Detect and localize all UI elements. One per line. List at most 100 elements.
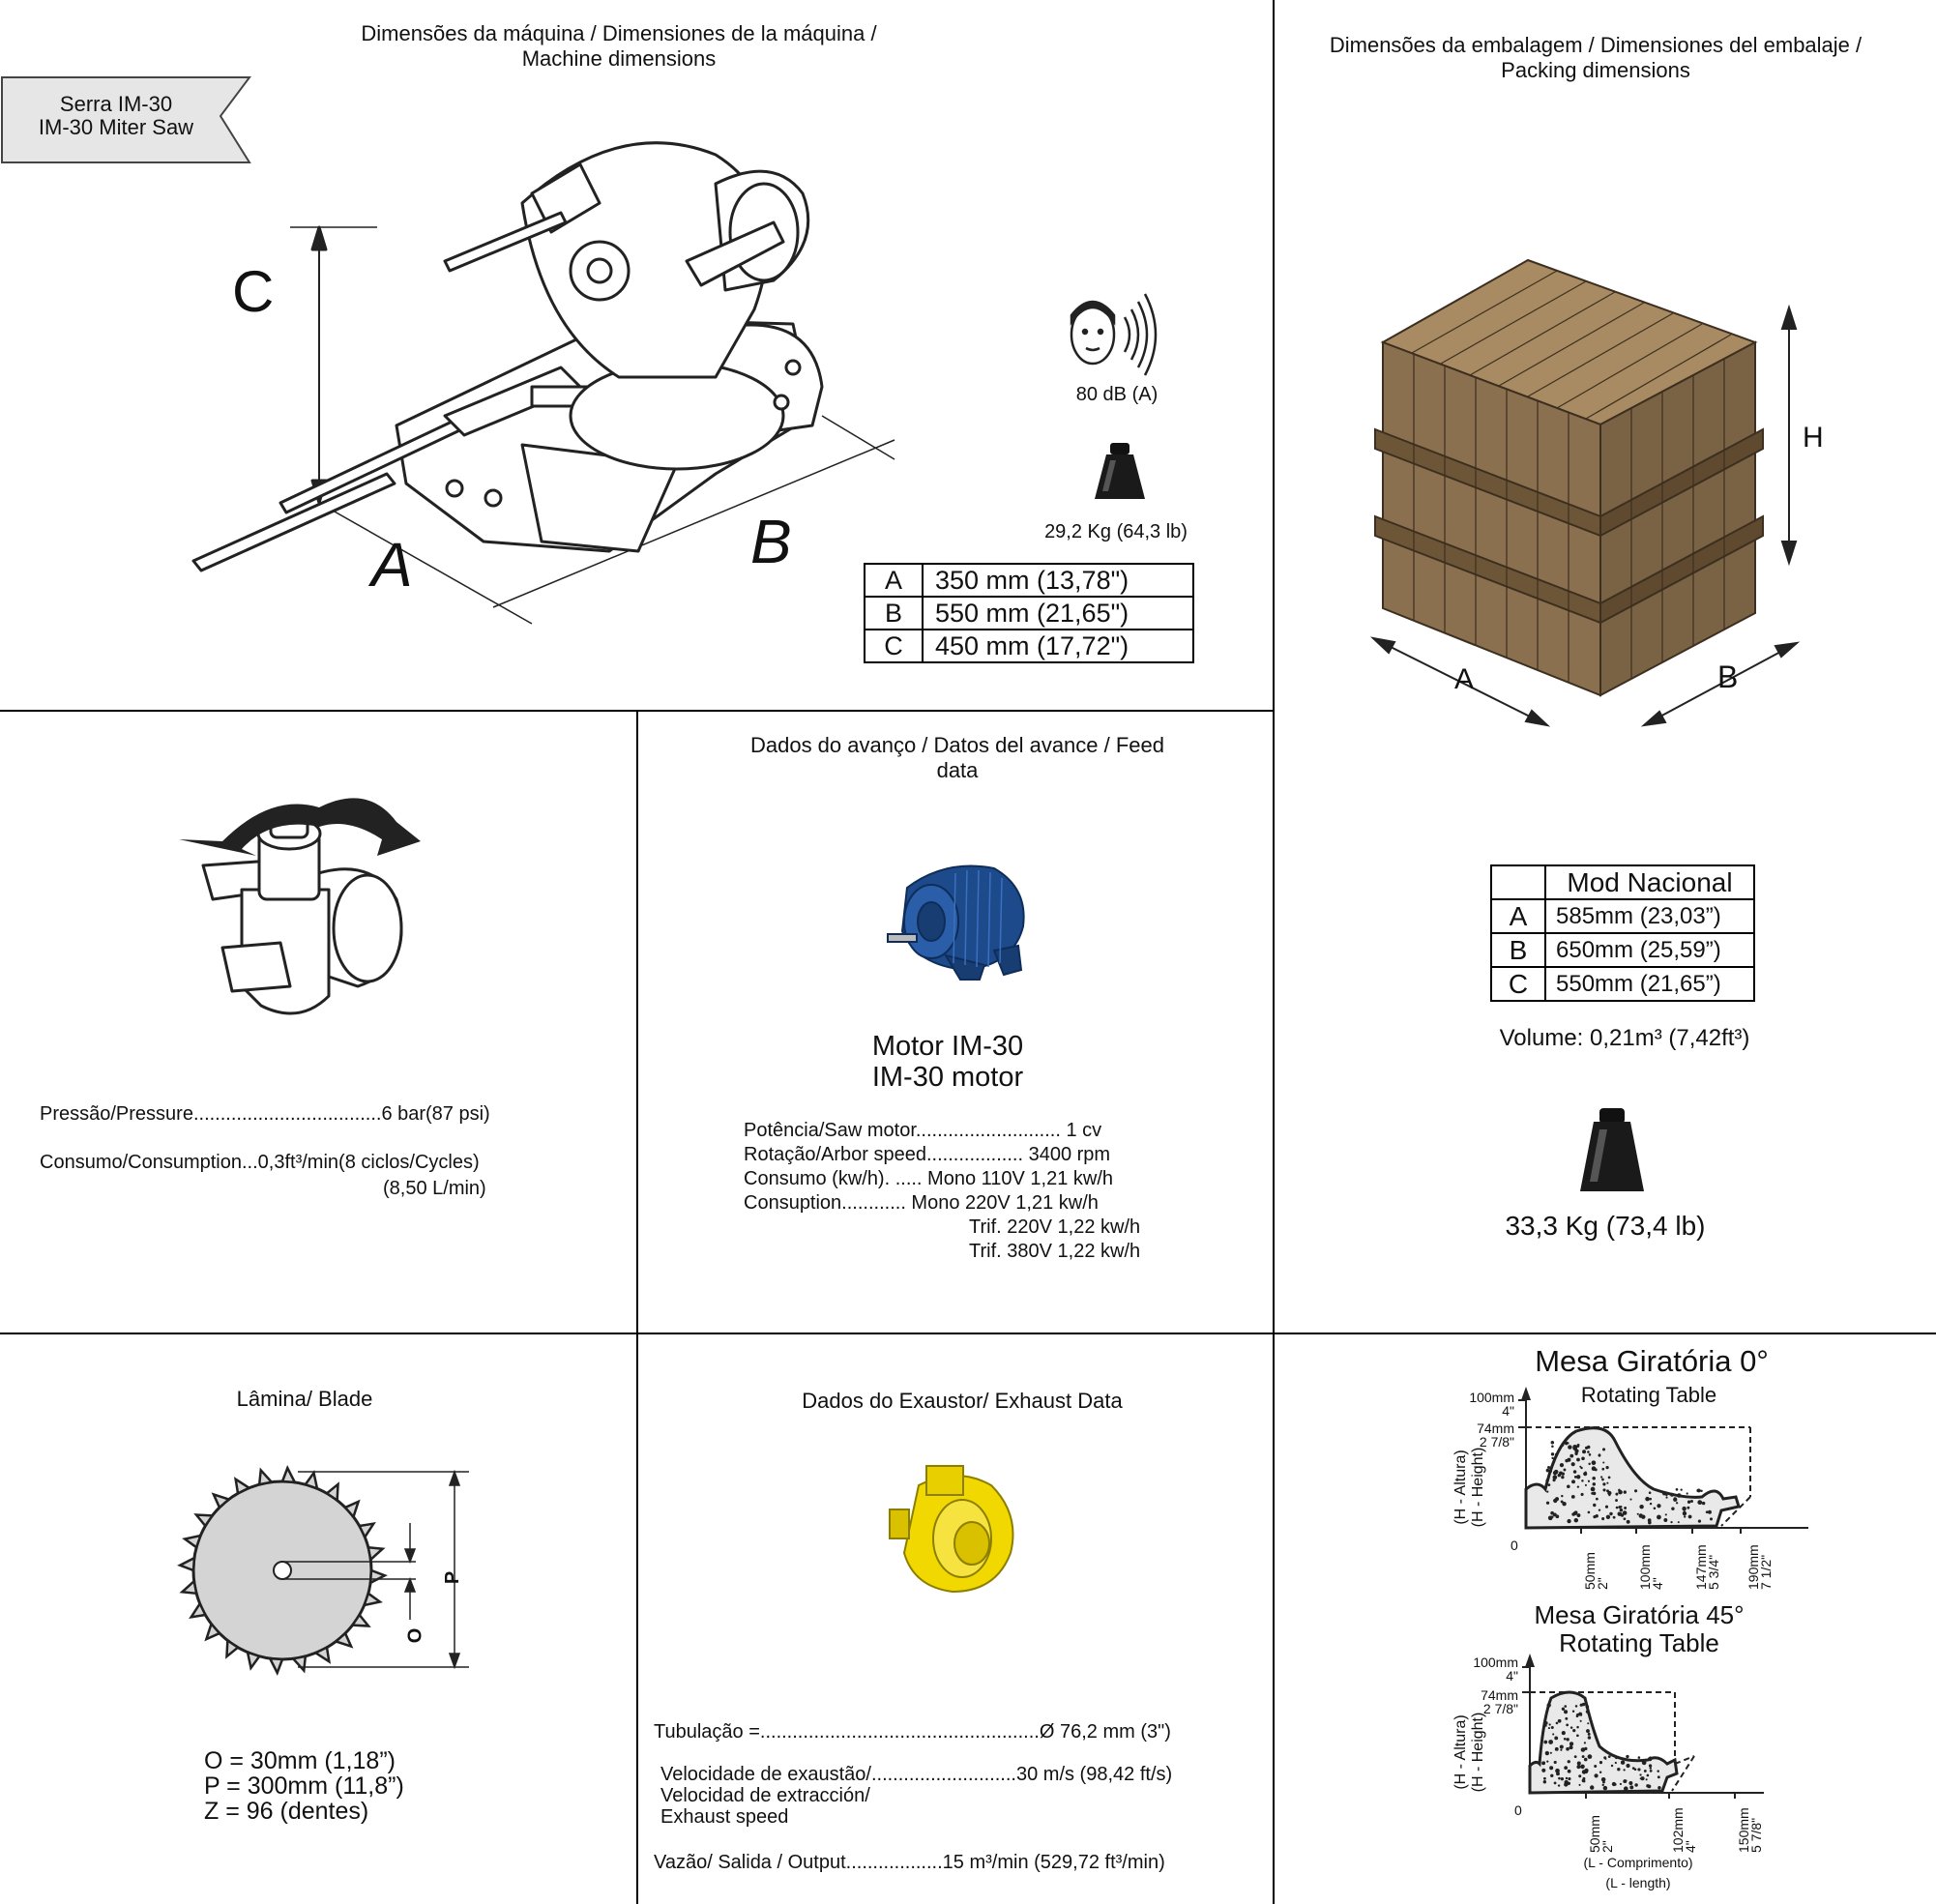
speckle-dot: [1564, 1766, 1569, 1771]
speckle-dot: [1576, 1485, 1580, 1488]
chart45-xlabel: (L - Comprimento)(L - length): [1583, 1855, 1693, 1890]
speckle-dot: [1619, 1508, 1624, 1512]
speckle-dot: [1573, 1755, 1577, 1759]
speckle-dot: [1564, 1710, 1569, 1714]
speckle-dot: [1595, 1497, 1599, 1501]
speckle-dot: [1561, 1707, 1566, 1711]
weight-icon: [1095, 443, 1145, 499]
label-a-crate: A: [1454, 663, 1475, 695]
speckle-dot: [1584, 1471, 1587, 1474]
speckle-dot: [1637, 1768, 1641, 1772]
speckle-dot: [1648, 1764, 1653, 1768]
speckle-dot: [1626, 1763, 1630, 1769]
speckle-dot: [1544, 1750, 1550, 1756]
speckle-dot: [1576, 1457, 1580, 1462]
speckle-dot: [1657, 1770, 1659, 1772]
blade-tooth: [324, 1481, 339, 1503]
blade-tooth: [303, 1470, 319, 1491]
speckle-dot: [1687, 1514, 1692, 1519]
speckle-dot: [1545, 1468, 1550, 1473]
speckle-dot: [1564, 1441, 1569, 1446]
speckle-dot: [1594, 1764, 1598, 1769]
speckle-dot: [1583, 1757, 1588, 1762]
rotating-table-45-title: Mesa Giratória 45°Rotating Table: [1534, 1600, 1745, 1657]
speckle-dot: [1629, 1785, 1634, 1790]
exhaust-tube-line: Tubulação =.............................…: [654, 1721, 1171, 1743]
speckle-dot: [1576, 1725, 1579, 1729]
rotating-table-0-title: Mesa Giratória 0°: [1535, 1344, 1769, 1378]
exhaust-blower-image: [889, 1465, 1014, 1594]
speckle-dot: [1602, 1488, 1606, 1492]
speckle-dot: [1657, 1504, 1661, 1509]
speckle-dot: [1591, 1460, 1597, 1466]
speckle-dot: [1562, 1501, 1567, 1507]
speckle-dot: [1649, 1770, 1653, 1772]
speckle-dot: [1550, 1726, 1554, 1730]
speckle-dot: [1548, 1723, 1551, 1726]
speckle-dot: [1579, 1714, 1583, 1716]
cut-capacity-chart-45: [1522, 1654, 1764, 1799]
speckle-dot: [1567, 1484, 1570, 1489]
speckle-dot: [1557, 1784, 1561, 1787]
speckle-dot: [1709, 1517, 1714, 1521]
speckle-dot: [1657, 1514, 1661, 1520]
speckle-dot: [1571, 1710, 1575, 1713]
speckle-dot: [1670, 1520, 1673, 1524]
speckle-dot: [1555, 1768, 1560, 1773]
speckle-dot: [1661, 1490, 1667, 1496]
speckle-dot: [1568, 1445, 1572, 1450]
label-a: A: [371, 530, 413, 600]
speckle-dot: [1553, 1760, 1557, 1765]
speckle-dot: [1648, 1491, 1652, 1495]
speckle-dot: [1582, 1776, 1586, 1780]
label-b-crate: B: [1717, 659, 1739, 694]
speckle-dot: [1605, 1466, 1609, 1470]
speckle-dot: [1553, 1498, 1558, 1504]
speckle-dot: [1665, 1494, 1668, 1497]
speckle-dot: [1555, 1721, 1559, 1725]
blade-tooth: [368, 1568, 388, 1585]
blade-tooth: [367, 1545, 386, 1563]
blade-tooth: [333, 1631, 354, 1649]
speckle-dot: [1639, 1504, 1644, 1509]
speckle-dot: [1586, 1729, 1590, 1734]
speckle-dot: [1584, 1769, 1589, 1774]
feed-heading: Dados do avanço / Datos del avance / Fee…: [749, 733, 1165, 782]
speckle-dot: [1582, 1450, 1587, 1454]
speckle-dot: [1689, 1500, 1693, 1503]
speckle-dot: [1576, 1475, 1581, 1479]
speckle-dot: [1645, 1778, 1648, 1781]
speckle-dot: [1624, 1507, 1628, 1509]
speckle-dot: [1568, 1776, 1571, 1781]
motor-specs: Potência/Saw motor......................…: [744, 1119, 1113, 1216]
speckle-dot: [1554, 1746, 1559, 1751]
speckle-dot: [1641, 1760, 1647, 1766]
motor-title: Motor IM-30 IM-30 motor: [871, 1031, 1024, 1093]
speckle-dot: [1677, 1521, 1680, 1524]
speckle-dot: [1547, 1727, 1550, 1730]
speckle-dot: [1551, 1456, 1554, 1460]
speckle-dot: [1676, 1493, 1682, 1498]
wooden-crate-drawing: [1374, 258, 1764, 697]
speckle-dot: [1585, 1705, 1590, 1709]
speckle-dot: [1612, 1515, 1616, 1519]
speckle-dot: [1609, 1511, 1613, 1516]
motor-spec-consumption: Consumo (kw/h). ..... Mono 110V 1,21 kw/…: [744, 1168, 1114, 1189]
speckle-dot: [1567, 1442, 1569, 1445]
speckle-dot: [1610, 1764, 1614, 1768]
speckle-dot: [1543, 1724, 1547, 1727]
speckle-dot: [1620, 1513, 1625, 1517]
speckle-dot: [1639, 1773, 1642, 1776]
speckle-dot: [1550, 1441, 1555, 1445]
speckle-dot: [1583, 1780, 1586, 1783]
speckle-dot: [1590, 1785, 1595, 1790]
blade-tooth: [177, 1556, 196, 1572]
speckle-dot: [1587, 1754, 1593, 1759]
speckle-dot: [1615, 1492, 1619, 1496]
speckle-dot: [1544, 1721, 1548, 1725]
machine-weight: 29,2 Kg (64,3 lb): [1044, 521, 1188, 542]
speckle-dot: [1581, 1479, 1584, 1482]
